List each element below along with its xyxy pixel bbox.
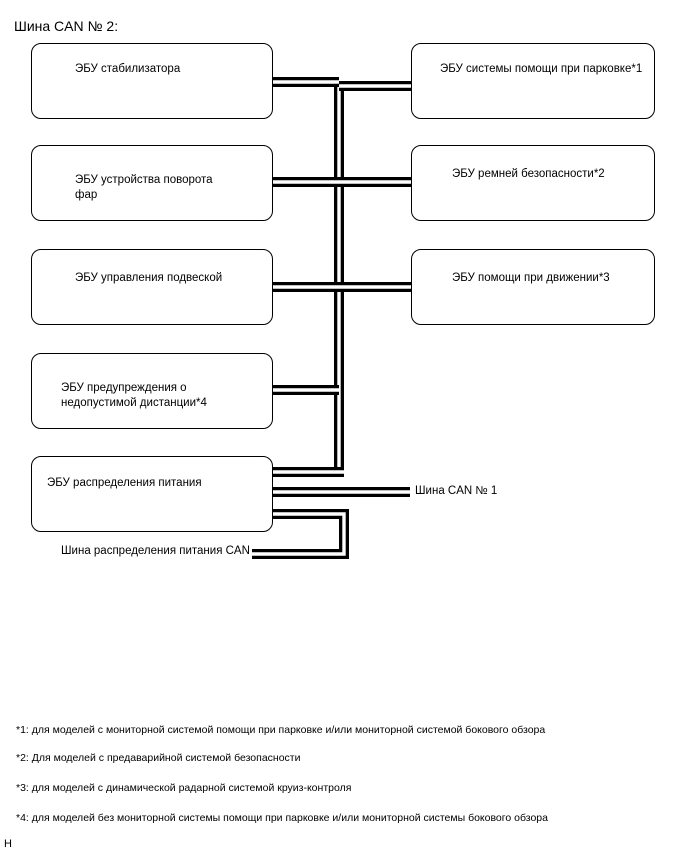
power-can-bus-line	[252, 509, 349, 559]
ecu-suspension: ЭБУ управления подвеской	[31, 249, 273, 325]
ecu-headlight-swivel-label-line2: фар	[75, 189, 98, 201]
stabilizer-stub	[273, 77, 411, 91]
ecu-suspension-label: ЭБУ управления подвеской	[75, 272, 223, 284]
ecu-power-distribution: ЭБУ распределения питания	[31, 456, 273, 532]
ecu-driving-assist-label: ЭБУ помощи при движении*3	[452, 272, 610, 284]
power-can-bus-label: Шина распределения питания CAN	[61, 545, 250, 557]
ecu-distance-warning: ЭБУ предупреждения о недопустимой дистан…	[31, 353, 273, 429]
ecu-stabilizer-label: ЭБУ стабилизатора	[75, 63, 181, 75]
ecu-parking-assist: ЭБУ системы помощи при парковке*1	[411, 43, 655, 119]
footnote-2: *2: Для моделей с предаварийной системой…	[16, 752, 301, 764]
ecu-headlight-swivel-label-line1: ЭБУ устройства поворота	[75, 174, 213, 186]
ecu-distance-warning-label-line1: ЭБУ предупреждения о	[61, 382, 187, 394]
footnote-3: *3: для моделей с динамической радарной …	[16, 782, 352, 794]
can1-bus-label: Шина CAN № 1	[415, 485, 498, 497]
footnote-4: *4: для моделей без мониторной системы п…	[16, 812, 548, 824]
ecu-driving-assist: ЭБУ помощи при движении*3	[411, 249, 655, 325]
diagram-title: Шина CAN № 2:	[14, 18, 119, 34]
ecu-seatbelt: ЭБУ ремней безопасности*2	[411, 145, 655, 221]
footnote-1: *1: для моделей с мониторной системой по…	[16, 724, 546, 736]
ecu-parking-assist-label: ЭБУ системы помощи при парковке*1	[440, 63, 643, 75]
ecu-power-distribution-label: ЭБУ распределения питания	[47, 477, 202, 489]
ecu-headlight-swivel: ЭБУ устройства поворота фар	[31, 145, 273, 221]
ecu-seatbelt-label: ЭБУ ремней безопасности*2	[452, 168, 605, 180]
ecu-distance-warning-label-line2: недопустимой дистанции*4	[61, 397, 207, 409]
ecu-stabilizer: ЭБУ стабилизатора	[31, 43, 273, 119]
corner-mark: H	[4, 838, 12, 850]
